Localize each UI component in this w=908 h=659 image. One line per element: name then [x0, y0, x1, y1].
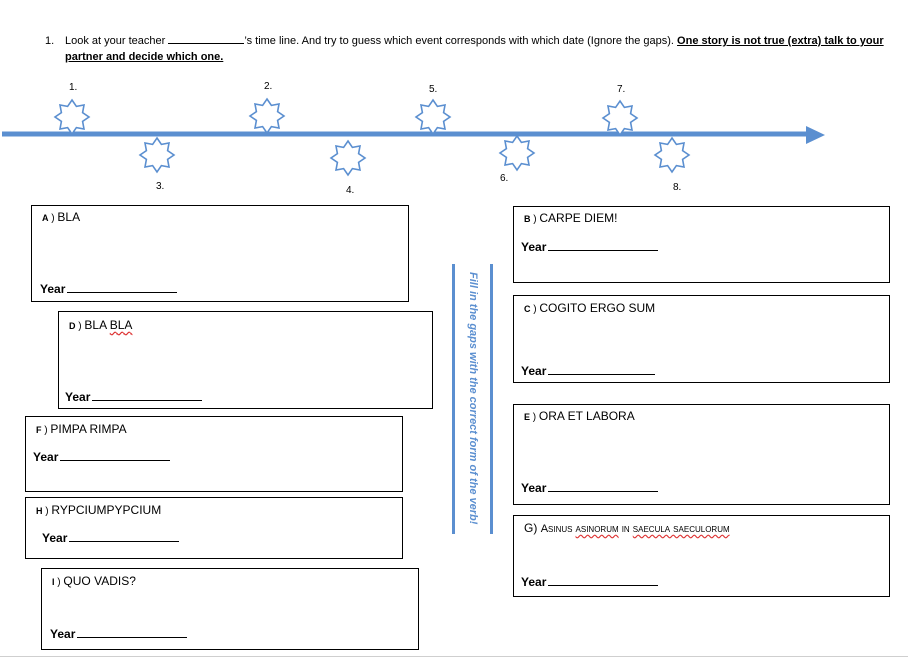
- card-g-title-text-2: in: [618, 523, 633, 535]
- card-c-title-text: COGITO ERGO SUM: [539, 301, 656, 315]
- event-card-i: I ) QUO VADIS? Year: [41, 568, 419, 650]
- card-d-title-text: BLA: [84, 318, 110, 332]
- event-card-h: H ) RYPCIUMPYPCIUM Year: [25, 497, 403, 559]
- card-i-year: Year: [50, 625, 188, 641]
- card-b-year-field[interactable]: [548, 238, 659, 251]
- card-g-year-field[interactable]: [548, 573, 659, 586]
- timeline-star-icon-6: [498, 134, 536, 172]
- card-c-year: Year: [521, 362, 656, 378]
- card-g-title-text-1: Asinus: [540, 523, 576, 535]
- card-c-title: C ) COGITO ERGO SUM: [524, 301, 656, 315]
- timeline-tick-1: 1.: [69, 82, 78, 93]
- timeline-tick-4: 4.: [346, 185, 355, 196]
- card-i-letter: I: [52, 577, 55, 587]
- card-b-title-text: CARPE DIEM!: [539, 211, 618, 225]
- card-g-title-wavy-2: saecula saeculorum: [632, 523, 730, 535]
- card-d-title: D ) BLA BLA: [69, 318, 133, 332]
- card-h-title-text: RYPCIUMPYPCIUM: [51, 503, 162, 517]
- timeline-arrowhead: [806, 126, 825, 144]
- card-b-year: Year: [521, 238, 659, 254]
- card-i-title-text: QUO VADIS?: [63, 574, 136, 588]
- card-a-year: Year: [40, 280, 178, 296]
- event-card-b: B ) CARPE DIEM! Year: [513, 206, 890, 283]
- card-g-year-label: Year: [521, 575, 547, 589]
- card-a-year-label: Year: [40, 282, 66, 296]
- card-h-year-field[interactable]: [69, 529, 180, 542]
- card-h-year: Year: [42, 529, 180, 545]
- card-f-year: Year: [33, 448, 171, 464]
- event-card-e: E ) ORA ET LABORA Year: [513, 404, 890, 505]
- card-e-letter: E: [524, 412, 531, 422]
- instruction-text-1: Look at your teacher: [65, 35, 169, 47]
- instruction-number: 1.: [45, 35, 55, 47]
- card-g-title-wavy-1: asinorum: [575, 523, 619, 535]
- card-f-letter: F: [36, 425, 42, 435]
- event-card-d: D ) BLA BLA Year: [58, 311, 433, 409]
- timeline: [2, 97, 825, 177]
- timeline-tick-8: 8.: [673, 182, 682, 193]
- timeline-star-icon-3: [138, 136, 176, 174]
- card-d-year: Year: [65, 388, 203, 404]
- instruction-bold-text: One story is not true (extra) talk to yo…: [65, 35, 884, 63]
- instruction-text-2: ’s time line. And try to guess which eve…: [244, 35, 678, 47]
- card-c-year-field[interactable]: [548, 362, 656, 375]
- card-c-letter: C: [524, 304, 531, 314]
- timeline-star-icon-7: [601, 99, 639, 137]
- card-b-letter: B: [524, 214, 531, 224]
- card-f-title-text: PIMPA RIMPA: [50, 422, 127, 436]
- timeline-tick-5: 5.: [429, 84, 438, 95]
- timeline-tick-3: 3.: [156, 181, 165, 192]
- card-h-letter: H: [36, 506, 43, 516]
- card-e-year-field[interactable]: [548, 479, 659, 492]
- timeline-tick-6: 6.: [500, 173, 509, 184]
- side-instruction-text: Fill in the gaps with the correct form o…: [467, 271, 479, 525]
- card-f-year-label: Year: [33, 450, 59, 464]
- card-f-year-field[interactable]: [60, 448, 171, 461]
- card-g-letter: G): [524, 521, 538, 535]
- card-e-title-text: ORA ET LABORA: [538, 409, 635, 423]
- card-b-year-label: Year: [521, 240, 547, 254]
- card-i-year-label: Year: [50, 627, 76, 641]
- event-card-g: G) Asinus asinorum in saecula saeculorum…: [513, 515, 890, 597]
- event-card-a: A ) BLA Year: [31, 205, 409, 302]
- card-d-title-wavy: BLA: [109, 318, 133, 332]
- page-bottom-rule: [0, 656, 908, 657]
- timeline-tick-7: 7.: [617, 84, 626, 95]
- side-line-left: [452, 264, 455, 534]
- card-c-year-label: Year: [521, 364, 547, 378]
- card-f-title: F ) PIMPA RIMPA: [36, 422, 127, 436]
- card-d-year-label: Year: [65, 390, 91, 404]
- card-a-title-text: BLA: [57, 210, 81, 224]
- card-e-year: Year: [521, 479, 659, 495]
- timeline-star-icon-5: [414, 98, 452, 136]
- timeline-star-icon-8: [653, 136, 691, 174]
- timeline-tick-2: 2.: [264, 81, 273, 92]
- card-d-letter: D: [69, 321, 76, 331]
- card-i-year-field[interactable]: [77, 625, 188, 638]
- card-g-title: G) Asinus asinorum in saecula saeculorum: [524, 521, 730, 535]
- card-a-letter: A: [42, 213, 49, 223]
- card-e-title: E ) ORA ET LABORA: [524, 409, 635, 423]
- instructions: 1. Look at your teacher ’s time line. An…: [45, 33, 885, 65]
- card-h-year-label: Year: [42, 531, 68, 545]
- side-line-right: [490, 264, 493, 534]
- card-d-year-field[interactable]: [92, 388, 203, 401]
- event-card-c: C ) COGITO ERGO SUM Year: [513, 295, 890, 383]
- card-i-title: I ) QUO VADIS?: [52, 574, 136, 588]
- card-g-year: Year: [521, 573, 659, 589]
- card-a-year-field[interactable]: [67, 280, 178, 293]
- card-h-title: H ) RYPCIUMPYPCIUM: [36, 503, 162, 517]
- side-instruction: Fill in the gaps with the correct form o…: [462, 262, 484, 534]
- timeline-star-icon-2: [248, 97, 286, 135]
- teacher-name-blank[interactable]: [168, 34, 245, 44]
- event-card-f: F ) PIMPA RIMPA Year: [25, 416, 403, 492]
- timeline-star-icon-1: [53, 98, 91, 136]
- card-b-title: B ) CARPE DIEM!: [524, 211, 618, 225]
- timeline-star-icon-4: [329, 139, 367, 177]
- card-a-title: A ) BLA: [42, 210, 81, 224]
- card-e-year-label: Year: [521, 481, 547, 495]
